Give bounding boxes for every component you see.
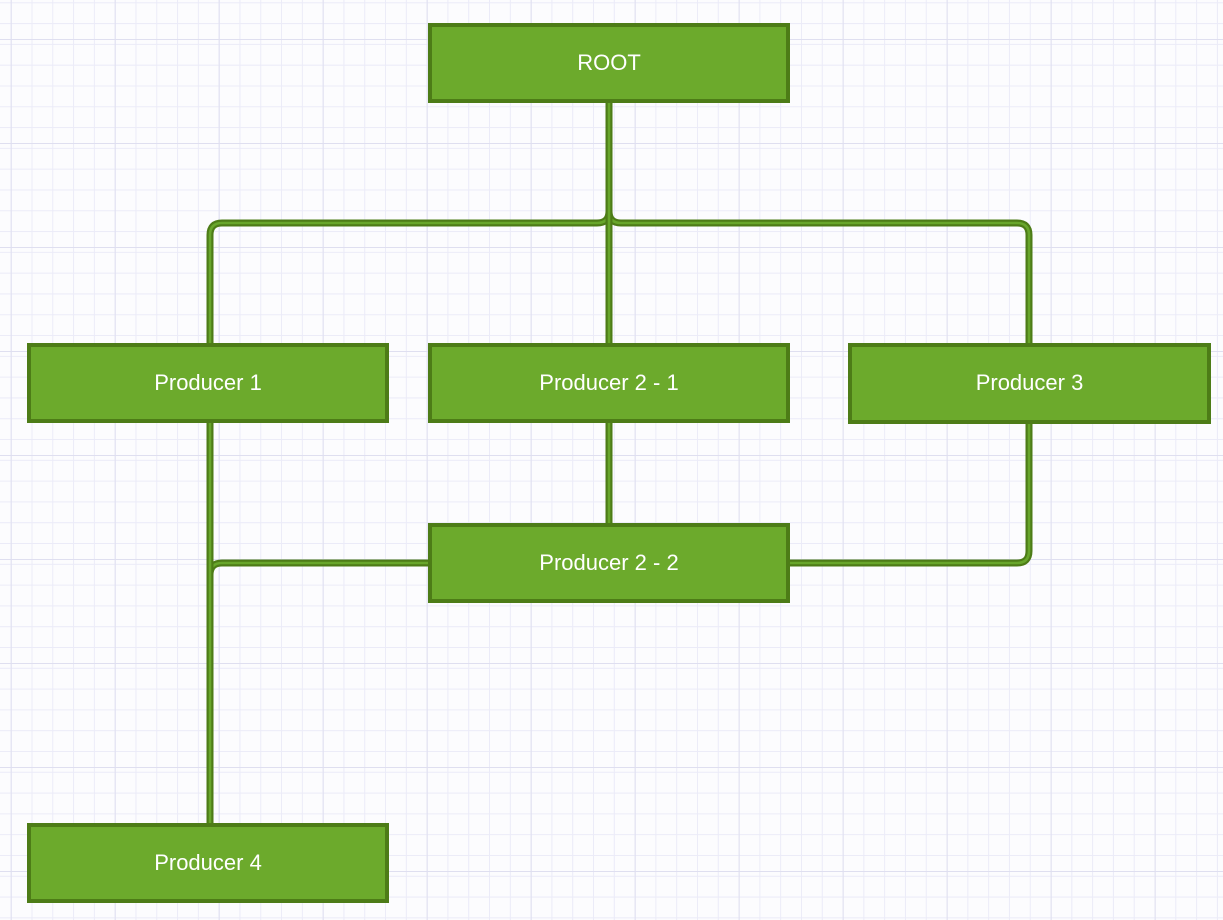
node-producer2-1-label: Producer 2 - 1: [539, 369, 679, 395]
node-producer1[interactable]: Producer 1: [27, 343, 389, 423]
edge-producer2-2-to-producer3[interactable]: [790, 424, 1033, 567]
node-producer3-label: Producer 3: [975, 370, 1084, 396]
node-root[interactable]: ROOT: [428, 23, 790, 103]
node-root-label: ROOT: [577, 49, 641, 75]
node-producer2-2[interactable]: Producer 2 - 2: [428, 523, 790, 603]
edge-root-to-producer3[interactable]: [605, 103, 1033, 343]
node-producer2-1[interactable]: Producer 2 - 1: [428, 343, 790, 423]
node-producer2-2-label: Producer 2 - 2: [539, 549, 679, 575]
edge-root-to-producer1[interactable]: [206, 103, 613, 343]
node-producer4-label: Producer 4: [154, 849, 262, 875]
node-producer3[interactable]: Producer 3: [848, 343, 1211, 424]
node-producer1-label: Producer 1: [154, 369, 262, 395]
edge-producer2-2-to-producer4[interactable]: [206, 559, 428, 823]
node-producer4[interactable]: Producer 4: [27, 823, 389, 903]
